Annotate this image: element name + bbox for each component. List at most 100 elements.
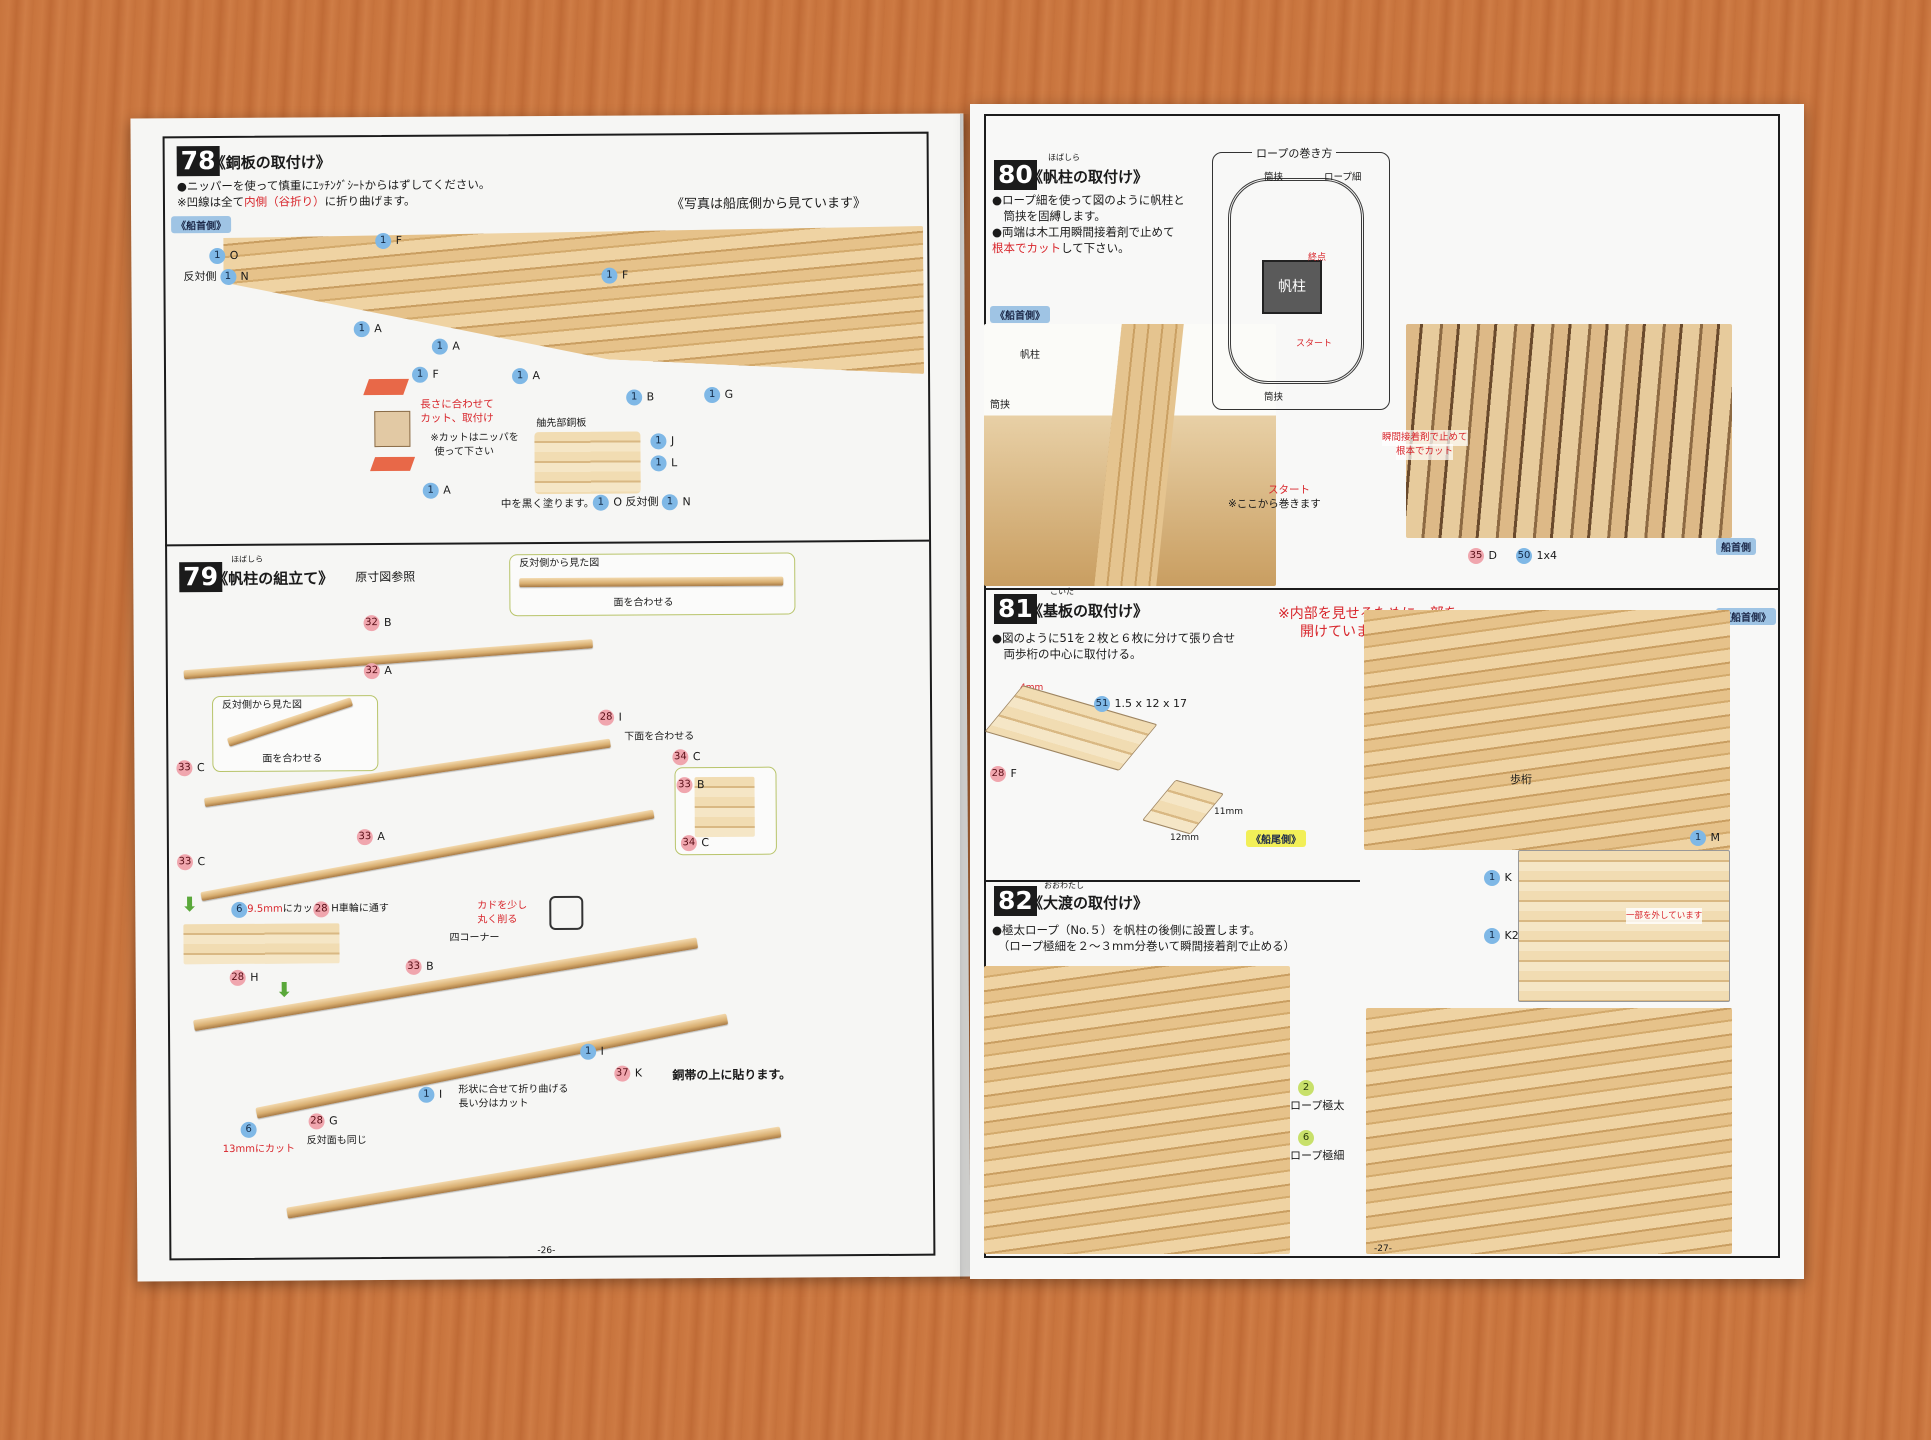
step-81-callout-1K2: 1 K2 [1484,928,1519,944]
step-79-callout-28H: 28 H [230,970,259,986]
step-78-title: 《銅板の取付け》 [211,151,331,173]
step-82-instruction-2: （ロープ極細を２～３mm分巻いて瞬間接着剤で止める） [992,938,1295,954]
step-80-title: 《帆柱の取付け》 [1028,166,1148,187]
step-80-instruction-1: ●ロープ細を使って図のように帆柱と [992,192,1185,208]
rope-label-tube-top: 筒挟 [1264,170,1283,186]
step-divider-80-81 [984,588,1778,590]
step-78-blacken-note: 中を黒く塗ります。 [501,496,595,513]
step-79-callout-37K: 37 K [614,1065,642,1081]
rope-label-rope-thin: ロープ細 [1324,170,1361,186]
step-81-inset-note: 一部を外しています [1626,908,1702,924]
step-78-callout-G: 1 G [704,387,733,403]
step-79-title: 《帆柱の組立て》 [213,567,333,589]
step-80-bow-tag-2: 船首側 [1716,538,1756,555]
step-79-align-face-top: 面を合わせる [613,595,673,611]
step-80-instruction-4: 根本でカットして下さい。 [992,240,1130,256]
step-81-stern-tag: 《船尾側》 [1246,830,1306,847]
step-80-glue-note-2: 根本でカット [1396,444,1453,460]
step-79-callout-34C-inset: 34 C [681,835,709,851]
step-79-callout-6-13: 6 [241,1122,258,1138]
step-78-bow-tag: 《船首側》 [171,216,231,233]
step-78-callout-J: 1 J [650,433,674,449]
step-81-instruction-1: ●図のように51を２枚と６枚に分けて張り合せ [992,630,1235,646]
step-80-start-note: ※ここから巻きます [1228,496,1321,512]
step-81-title: 《基板の取付け》 [1028,600,1148,621]
step-80-mast-label: 帆柱 [1020,348,1040,364]
step-80-instruction-3: ●両端は木工用瞬間接着剤で止めて [992,224,1175,240]
step-78-callout-F2: 1 F [601,268,628,284]
step-divider-81-82 [984,880,1360,882]
step-81-hull-photo [1364,610,1730,850]
step-79-wheel-note: H車輪に通す [331,901,389,917]
right-page: 80 ほばしら 《帆柱の取付け》 ●ロープ細を使って図のように帆柱と 筒挟を固縛… [970,104,1804,1279]
step-82-rope-thin: ロープ極細 [1290,1148,1344,1164]
step-82-hull-photo [984,966,1290,1254]
step-79-callout-33C-1: 33 C [176,760,204,776]
step-79-same-opposite: 反対面も同じ [307,1133,367,1149]
step-79-fold-note-2: 長い分はカット [458,1096,528,1112]
step-78-bow-plate-photo [534,431,640,494]
step-79-callout-28-wheel: 28 [313,901,330,917]
step-79-opposite-view-label-top: 反対側から見た図 [519,556,599,572]
step-81-dim-11mm: 11mm [1214,804,1243,820]
step-79-copper-band: 銅帯の上に貼ります。 [672,1067,791,1084]
step-80-bow-tag: 《船首側》 [990,306,1050,323]
step-78-callout-A1: 1 A [354,321,382,337]
step-78-nipper-note-2: 使って下さい [434,444,494,460]
step-81-callout-28F: 28 F [990,766,1017,782]
left-page-number: -26- [537,1246,555,1256]
step-78-copper-block-diagram [374,411,410,447]
step-79-cut-corner-2: 丸く削る [477,912,517,928]
step-79-align-face-left: 面を合わせる [262,751,322,767]
step-79-down-arrow-1: ⬇ [181,892,198,916]
step-78-cut-note-2: カット、取付け [420,410,493,426]
step-79-callout-28I: 28 I [598,710,622,726]
step-78-copper-fold-diagram [370,457,415,471]
step-79-cut-13: 13mmにカット [223,1142,295,1158]
step-81-callout-51: 51 1.5 x 12 x 17 [1094,696,1187,712]
step-79-callout-33A: 33 A [357,829,385,845]
step-78-bow-plate-label: 舳先部銅板 [536,416,586,432]
step-79-callout-1I-1: 1 I [580,1044,604,1060]
step-81-hoketa-label: 歩桁 [1510,772,1532,788]
rope-label-end: 終点 [1308,250,1326,266]
step-82-rope-thick: ロープ極太 [1290,1098,1344,1114]
step-78-copper-strip-diagram [363,379,409,395]
step-82-callout-rope-thin: 6 [1298,1130,1315,1146]
step-79-callout-34C-1: 34 C [672,749,700,765]
step-79-callout-33B: 33 B [406,959,434,975]
step-80-ruby: ほばしら [1048,150,1080,166]
step-78-callout-L: 1 L [651,455,678,471]
step-82-title: 《大渡の取付け》 [1028,892,1148,913]
step-78-callout-F1: 1 F [375,233,402,249]
step-79-callout-33C-2: 33 C [177,854,205,870]
step-81-instruction-2: 両歩桁の中心に取付ける。 [992,646,1142,662]
step-79-corner-square-diagram [549,896,583,930]
step-78-callout-B: 1 B [626,389,654,405]
step-82-callout-rope-thick: 2 [1298,1080,1315,1096]
left-page: 78 《銅板の取付け》 ●ニッパーを使って慎重にｴｯﾁﾝｸﾞｼｰﾄからはずしてく… [130,113,970,1281]
step-79-inset-stick-top [519,577,783,588]
step-79-callout-1I-2: 1 I [418,1087,442,1103]
step-78-callout-A2: 1 A [432,339,460,355]
step-81-callout-1K: 1 K [1484,870,1512,886]
rope-label-start: スタート [1296,336,1332,352]
step-81-dim-12mm: 12mm [1170,830,1199,846]
step-79-sub: 原寸図参照 [355,569,415,585]
rope-winding-mast-square: 帆柱 [1262,260,1322,314]
step-78-instruction-1: ●ニッパーを使って慎重にｴｯﾁﾝｸﾞｼｰﾄからはずしてください。 [177,176,491,194]
step-78-callout-O: 1 O [209,248,238,264]
step-81-inset-photo [1518,850,1730,1002]
step-79-opposite-view-label-left: 反対側から見た図 [222,698,302,714]
step-79-callout-6: 6 [231,902,248,918]
step-80-instruction-2: 筒挟を固縛します。 [992,208,1106,224]
step-79-lower-align: 下面を合わせる [624,729,694,745]
step-79-callout-32B: 32 B [363,615,391,631]
step-78-callout-F3: 1 F [412,367,439,383]
step-82-deck-photo [1366,1008,1732,1254]
step-79-cut-95: 9.5mmにカット [247,901,322,917]
step-78-callout-A4: 1 A [423,483,451,499]
step-81-callout-1M: 1 M [1690,830,1720,846]
step-78-instruction-2: ※凹線は全て内側（谷折り）に折り曲げます。 [177,193,416,210]
step-80-callout-50: 50 1x4 [1516,548,1557,564]
